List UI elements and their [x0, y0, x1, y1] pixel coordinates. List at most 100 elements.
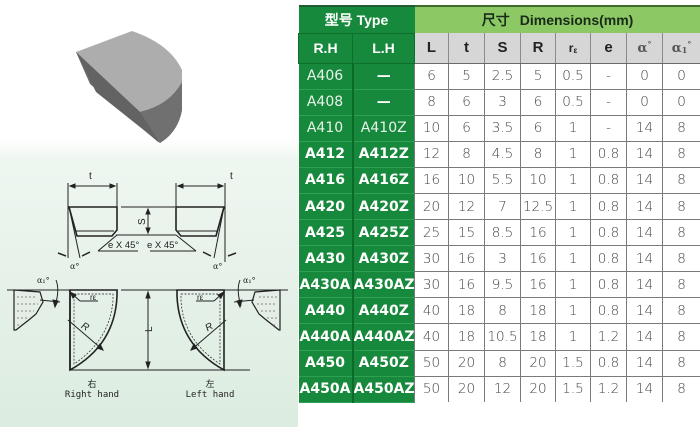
cell-R: 5	[520, 62, 556, 90]
cell-alpha: 14	[626, 375, 663, 403]
cell-alpha1: 0	[661, 62, 700, 90]
col-header-R: R	[520, 33, 556, 64]
model-rh: A440	[298, 297, 354, 325]
cell-e: 0.8	[590, 297, 627, 325]
model-rh: A440A	[298, 323, 354, 351]
cell-L: 40	[414, 323, 449, 351]
cell-alpha: 0	[626, 88, 663, 116]
cell-alpha: 14	[626, 114, 663, 142]
cell-alpha1: 8	[661, 192, 700, 221]
model-rh: A410	[298, 115, 354, 142]
cell-e: 0.8	[590, 349, 627, 377]
cell-alpha1: 8	[661, 140, 700, 168]
cell-r-eps: 1	[555, 192, 591, 221]
cell-r-eps: 1	[555, 140, 591, 168]
col-header-alpha: α°	[626, 33, 663, 64]
left-hand-cn: 左	[205, 380, 215, 390]
cell-L: 16	[414, 166, 449, 194]
cell-alpha1: 8	[661, 349, 700, 377]
cell-r-eps: 1	[555, 166, 591, 194]
cell-L: 6	[414, 62, 449, 90]
cell-S: 8	[484, 349, 521, 377]
plan-view	[7, 279, 288, 372]
cell-t: 6	[448, 88, 485, 116]
col-header-r-eps-base: r	[568, 40, 574, 55]
right-hand-cn: 右	[87, 380, 97, 390]
cell-t: 5	[448, 62, 485, 90]
col-header-alpha1-base: α	[671, 41, 682, 57]
t-label-right: t	[230, 171, 233, 182]
cell-t: 20	[448, 349, 485, 377]
cell-alpha: 14	[626, 166, 663, 194]
alpha-label-right: α°	[213, 262, 222, 271]
model-lh: A430AZ	[352, 271, 415, 299]
cell-alpha1: 8	[661, 271, 700, 299]
dimensions-header-cn: 尺寸	[481, 12, 510, 28]
technical-drawing: t t S e X 45° e X 45° α° α° α₁° α₁°	[7, 31, 288, 372]
col-header-alpha-degree: °	[647, 39, 652, 50]
cell-L: 10	[414, 114, 449, 142]
col-header-alpha1-sub: 1	[681, 45, 688, 56]
model-lh: —	[352, 63, 415, 90]
cell-t: 16	[448, 271, 485, 299]
col-header-e: e	[590, 33, 627, 64]
cell-R: 20	[520, 349, 556, 377]
alpha1-label-right: α₁°	[243, 276, 256, 285]
cell-R: 16	[520, 271, 556, 299]
cell-t: 12	[448, 192, 485, 221]
col-header-L: L	[414, 33, 449, 64]
cell-R: 6	[520, 114, 556, 142]
model-lh: A412Z	[352, 141, 415, 168]
right-hand-label: 右 Right hand	[47, 380, 137, 400]
cell-t: 18	[448, 297, 485, 325]
t-label-left: t	[89, 171, 92, 182]
cell-alpha1: 0	[661, 88, 700, 116]
model-rh: A450A	[298, 376, 354, 403]
left-hand-en: Left hand	[185, 390, 235, 400]
cell-S: 3.5	[484, 114, 521, 142]
cell-L: 8	[414, 88, 449, 116]
cell-e: 0.8	[590, 192, 627, 221]
cell-S: 3	[484, 245, 521, 273]
cell-alpha: 14	[626, 349, 663, 377]
r-eps-label-left: rε	[90, 293, 97, 302]
cell-r-eps: 0.5	[555, 62, 591, 90]
cell-t: 18	[448, 323, 485, 351]
cell-L: 12	[414, 140, 449, 168]
col-header-r-eps-sub: ε	[573, 45, 578, 55]
insert-3d-render-icon	[76, 31, 182, 143]
cell-alpha: 14	[626, 245, 663, 273]
chamfer-label-right: e X 45°	[147, 240, 178, 251]
left-hand-label: 左 Left hand	[165, 380, 255, 400]
model-lh: —	[352, 89, 415, 116]
cell-L: 20	[414, 192, 449, 221]
alpha1-label-left: α₁°	[37, 276, 50, 285]
model-lh: A420Z	[352, 193, 415, 221]
cell-R: 18	[520, 297, 556, 325]
cell-L: 50	[414, 349, 449, 377]
model-rh: A430	[298, 245, 354, 273]
cell-S: 4.5	[484, 140, 521, 168]
col-header-S: S	[484, 33, 521, 64]
cell-alpha1: 8	[661, 323, 700, 351]
model-rh: A412	[298, 141, 354, 168]
cell-R: 12.5	[520, 192, 556, 221]
cell-alpha1: 8	[661, 114, 700, 142]
cell-e: -	[590, 114, 627, 142]
cell-S: 12	[484, 375, 521, 403]
cell-alpha1: 8	[661, 219, 700, 247]
cell-S: 7	[484, 192, 521, 221]
model-lh: A450Z	[352, 350, 415, 377]
cell-R: 18	[520, 323, 556, 351]
cell-S: 3	[484, 88, 521, 116]
